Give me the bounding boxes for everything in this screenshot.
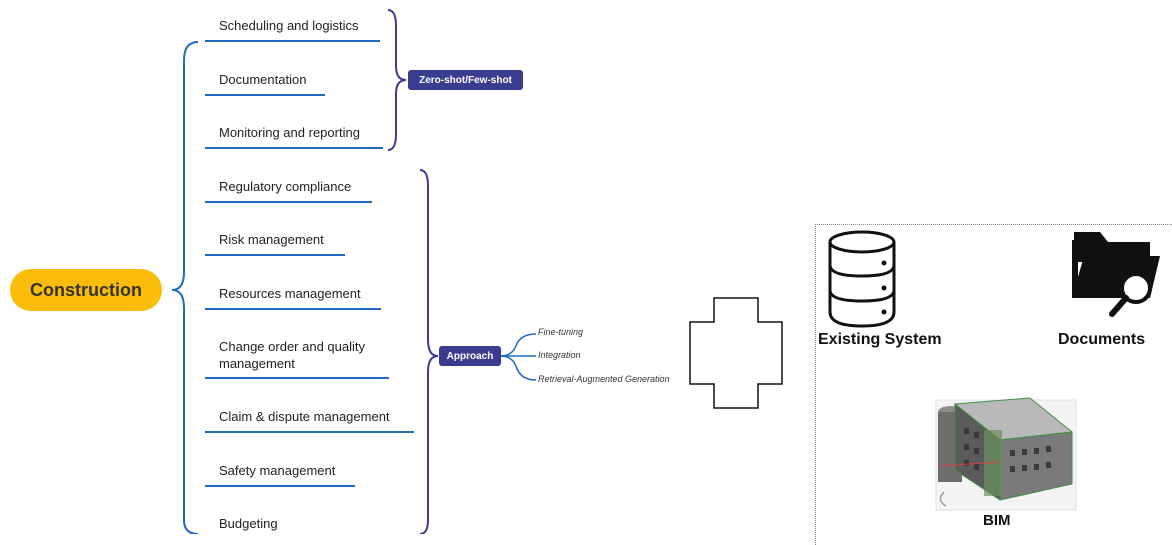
documents-label: Documents <box>1058 331 1146 348</box>
zero-shot-tag-label: Zero-shot/Few-shot <box>419 74 512 86</box>
branch-finetuning <box>499 333 537 357</box>
bottom-group-brace <box>419 169 439 534</box>
approach-tag: Approach <box>439 346 501 366</box>
main-brace <box>171 41 199 534</box>
item-claim: Claim & dispute management <box>219 409 390 424</box>
underline-scheduling <box>205 40 380 42</box>
top-group-brace <box>387 9 407 151</box>
approach-tag-label: Approach <box>446 350 494 362</box>
resources-panel <box>815 224 1172 545</box>
underline-monitoring <box>205 147 383 149</box>
item-resources: Resources management <box>219 286 361 301</box>
zero-shot-tag: Zero-shot/Few-shot <box>408 70 523 90</box>
item-change-order: Change order and quality management <box>219 339 365 371</box>
underline-safety <box>205 485 355 487</box>
sub-integration: Integration <box>538 350 581 360</box>
underline-resources <box>205 308 381 310</box>
item-scheduling: Scheduling and logistics <box>219 18 359 33</box>
underline-risk <box>205 254 345 256</box>
item-safety: Safety management <box>219 463 336 478</box>
underline-documentation <box>205 94 325 96</box>
item-budgeting: Budgeting <box>219 516 278 531</box>
connector-lines <box>171 9 783 534</box>
bim-label: BIM <box>983 512 1011 529</box>
item-risk: Risk management <box>219 232 324 247</box>
item-monitoring: Monitoring and reporting <box>219 125 360 140</box>
sub-rag: Retrieval-Augmented Generation <box>538 374 670 384</box>
underline-regulatory <box>205 201 372 203</box>
item-regulatory: Regulatory compliance <box>219 179 352 194</box>
plus-shape <box>689 297 783 409</box>
existing-system-label: Existing System <box>818 331 942 348</box>
root-node: Construction <box>10 269 162 311</box>
root-label: Construction <box>30 279 142 300</box>
underline-change-order <box>205 377 389 379</box>
item-documentation: Documentation <box>219 72 307 87</box>
branch-rag <box>499 355 537 381</box>
sub-finetuning: Fine-tuning <box>538 327 584 337</box>
underline-claim <box>205 431 414 433</box>
